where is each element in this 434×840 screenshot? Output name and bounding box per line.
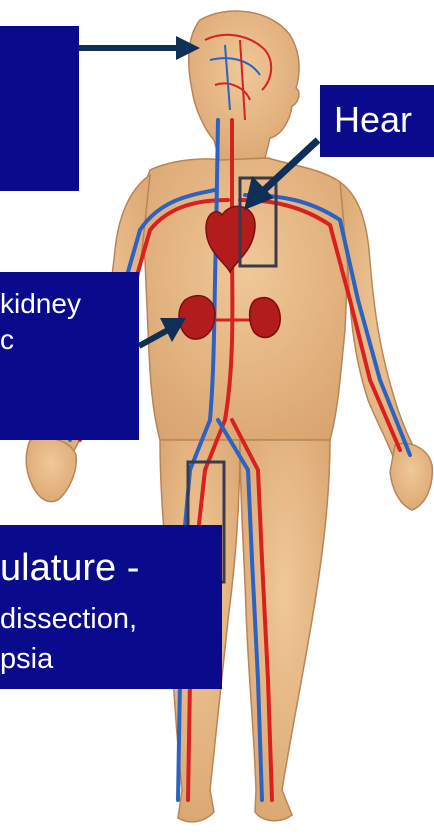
left-kidney-organ xyxy=(179,296,215,339)
kidney-callout: kidney c xyxy=(0,272,139,440)
vasculature-label-line-1: ulature - xyxy=(0,547,139,590)
vasculature-label-line-3: psia xyxy=(0,643,53,676)
kidney-label-line-2: c xyxy=(0,324,14,356)
kidney-label-line-1: kidney xyxy=(0,288,81,320)
vasculature-callout: ulature - dissection, psia xyxy=(0,525,222,689)
vasculature-label-line-2: dissection, xyxy=(0,603,137,636)
heart-label: Hear xyxy=(334,99,412,141)
heart-callout: Hear xyxy=(320,85,434,157)
brain-callout xyxy=(0,26,79,191)
right-kidney-organ xyxy=(250,298,281,338)
